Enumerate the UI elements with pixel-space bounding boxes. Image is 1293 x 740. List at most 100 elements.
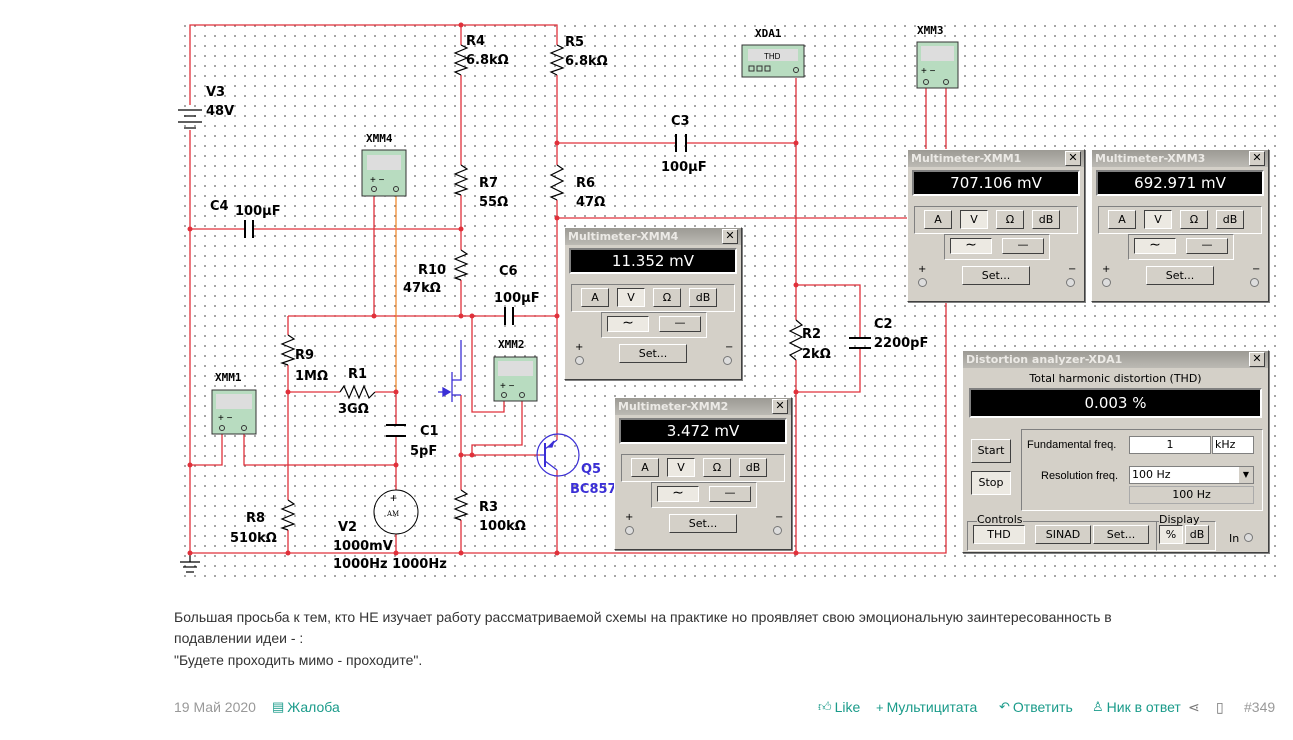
plus-terminal[interactable] <box>575 356 584 365</box>
like-label: Like <box>834 699 861 715</box>
start-button[interactable]: Start <box>971 439 1011 463</box>
v3-value: 48V <box>206 104 234 119</box>
db-button[interactable]: dB <box>1185 525 1209 544</box>
chevron-down-icon[interactable]: ▼ <box>1239 467 1253 483</box>
ohmmeter-button[interactable]: Ω <box>703 458 731 477</box>
set-button[interactable]: Set... <box>1146 266 1214 285</box>
xmm3-symbol[interactable]: + − <box>916 41 959 89</box>
input-terminal[interactable] <box>1244 533 1253 542</box>
r9-value: 1MΩ <box>295 369 328 384</box>
ammeter-button[interactable]: A <box>631 458 659 477</box>
fundamental-freq-input[interactable]: 1 <box>1129 436 1211 454</box>
mention-button[interactable]: ♙Ник в ответ <box>1092 699 1181 715</box>
plus-terminal[interactable] <box>625 526 634 535</box>
r7-name: R7 <box>479 176 498 191</box>
voltmeter-button[interactable]: V <box>960 210 988 229</box>
ac-sine-icon[interactable]: ∼ <box>1134 238 1176 254</box>
r10-name: R10 <box>418 263 446 278</box>
plus-terminal[interactable] <box>918 278 927 287</box>
r10-value: 47kΩ <box>403 281 441 296</box>
ohmmeter-button[interactable]: Ω <box>996 210 1024 229</box>
close-button[interactable]: ✕ <box>1249 151 1265 166</box>
multimeter-xmm3-window[interactable]: Multimeter-XMM3✕ 692.971 mV A V Ω dB ∼ —… <box>1091 149 1269 302</box>
thd-button[interactable]: THD <box>973 525 1025 544</box>
q5-transistor <box>536 433 580 477</box>
stop-button[interactable]: Stop <box>971 471 1011 495</box>
ammeter-button[interactable]: A <box>924 210 952 229</box>
minus-terminal[interactable] <box>773 526 782 535</box>
ac-sine-icon[interactable]: ∼ <box>950 238 992 254</box>
fundamental-freq-unit[interactable]: kHz <box>1212 436 1254 454</box>
close-button[interactable]: ✕ <box>1249 352 1265 367</box>
thumbs-up-icon: 👍︎ <box>818 699 832 714</box>
dc-line-icon[interactable]: — <box>1186 238 1228 254</box>
window-title: Multimeter-XMM3 <box>1095 152 1206 165</box>
q5-name: Q5 <box>581 462 601 477</box>
ac-sine-icon[interactable]: ∼ <box>657 486 699 502</box>
xmm2-symbol[interactable]: + − <box>493 356 538 402</box>
voltmeter-button[interactable]: V <box>617 288 645 307</box>
voltmeter-button[interactable]: V <box>667 458 695 477</box>
ammeter-button[interactable]: A <box>581 288 609 307</box>
fundamental-freq-label: Fundamental freq. <box>1027 439 1117 451</box>
like-button[interactable]: 👍︎Like <box>818 699 860 715</box>
close-button[interactable]: ✕ <box>1065 151 1081 166</box>
plus-terminal[interactable] <box>1102 278 1111 287</box>
decibel-button[interactable]: dB <box>739 458 767 477</box>
reply-button[interactable]: ↶Ответить <box>999 699 1073 715</box>
percent-button[interactable]: % <box>1159 525 1183 544</box>
r8-value: 510kΩ <box>230 531 277 546</box>
ac-sine-icon[interactable]: ∼ <box>607 316 649 332</box>
minus-terminal[interactable] <box>723 356 732 365</box>
r2-value: 2kΩ <box>802 347 831 362</box>
multimeter-xmm1-window[interactable]: Multimeter-XMM1✕ 707.106 mV A V Ω dB ∼ —… <box>907 149 1085 302</box>
frequency-group <box>1021 429 1263 511</box>
ammeter-button[interactable]: A <box>1108 210 1136 229</box>
close-button[interactable]: ✕ <box>772 399 788 414</box>
close-button[interactable]: ✕ <box>722 229 738 244</box>
set-button[interactable]: Set... <box>669 514 737 533</box>
multimeter-xmm2-window[interactable]: Multimeter-XMM2✕ 3.472 mV A V Ω dB ∼ — +… <box>614 397 792 550</box>
dc-line-icon[interactable]: — <box>1002 238 1044 254</box>
decibel-button[interactable]: dB <box>1216 210 1244 229</box>
window-titlebar[interactable]: Multimeter-XMM4✕ <box>565 228 741 245</box>
window-titlebar[interactable]: Multimeter-XMM3 ✕ <box>1092 150 1268 167</box>
plus-label: + <box>918 264 927 275</box>
svg-text:+ −: + − <box>500 381 515 392</box>
ohmmeter-button[interactable]: Ω <box>1180 210 1208 229</box>
window-titlebar[interactable]: Multimeter-XMM1✕ <box>908 150 1084 167</box>
window-titlebar[interactable]: Multimeter-XMM2✕ <box>615 398 791 415</box>
mode-group <box>571 284 735 312</box>
multimeter-xmm4-window[interactable]: Multimeter-XMM4✕ 11.352 mV A V Ω dB ∼ — … <box>564 227 742 380</box>
xmm3-label: XMM3 <box>917 24 944 37</box>
set-button[interactable]: Set... <box>1093 525 1149 544</box>
xmm4-symbol[interactable]: + − <box>361 149 407 197</box>
multiquote-button[interactable]: +Мультицитата <box>876 699 977 715</box>
ohmmeter-button[interactable]: Ω <box>653 288 681 307</box>
xmm1-symbol[interactable]: + − <box>211 389 257 435</box>
decibel-button[interactable]: dB <box>1032 210 1060 229</box>
share-icon[interactable]: ⋖ <box>1188 699 1200 715</box>
q5-value: BC857 <box>570 482 617 497</box>
report-link[interactable]: ▤Жалоба <box>272 699 340 715</box>
resolution-freq-select[interactable]: 100 Hz▼ <box>1129 466 1254 484</box>
minus-terminal[interactable] <box>1250 278 1259 287</box>
set-button[interactable]: Set... <box>962 266 1030 285</box>
xda1-symbol[interactable]: THD <box>741 44 805 78</box>
plus-label: + <box>625 512 634 523</box>
voltmeter-button[interactable]: V <box>1144 210 1172 229</box>
sinad-button[interactable]: SINAD <box>1035 525 1091 544</box>
post-text-line: "Будете проходить мимо - проходите". <box>174 652 423 668</box>
set-button[interactable]: Set... <box>619 344 687 363</box>
distortion-analyzer-titlebar[interactable]: Distortion analyzer-XDA1✕ <box>963 351 1268 368</box>
r6-value: 47Ω <box>576 195 605 210</box>
post-number[interactable]: #349 <box>1244 699 1276 715</box>
dc-line-icon[interactable]: — <box>709 486 751 502</box>
decibel-button[interactable]: dB <box>689 288 717 307</box>
dc-line-icon[interactable]: — <box>659 316 701 332</box>
bookmark-icon[interactable]: ▯ <box>1216 699 1224 715</box>
r4-value: 6.8kΩ <box>466 53 509 68</box>
c1-name: C1 <box>420 424 439 439</box>
minus-terminal[interactable] <box>1066 278 1075 287</box>
distortion-analyzer-window[interactable]: Distortion analyzer-XDA1✕ Total harmonic… <box>962 350 1269 553</box>
